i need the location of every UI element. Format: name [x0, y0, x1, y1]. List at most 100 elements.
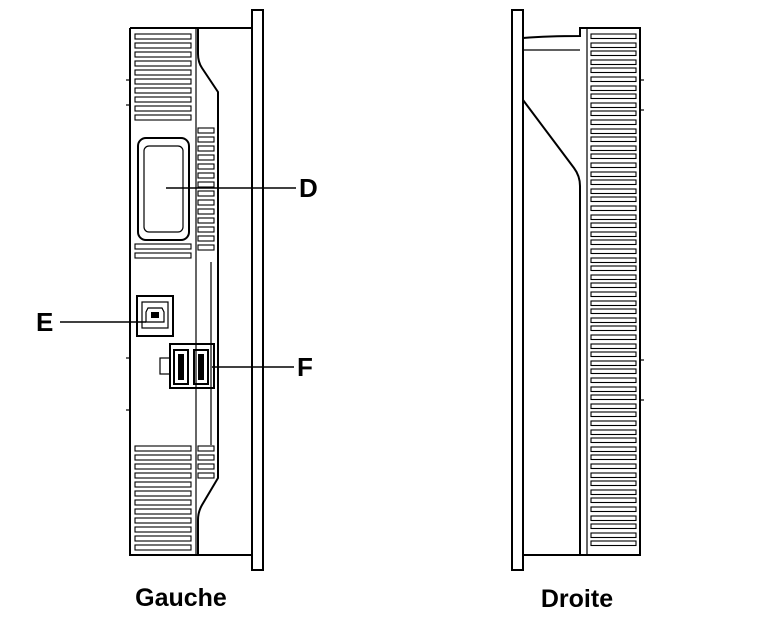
vent-slot: [134, 445, 192, 452]
right-housing-outline: [522, 27, 641, 556]
left-housing-outline: [130, 27, 253, 556]
vent-slot: [590, 540, 637, 547]
vent-slot: [590, 59, 637, 66]
vent-slot: [134, 454, 192, 461]
vent-slot: [590, 153, 637, 160]
vent-slot: [197, 181, 215, 188]
vent-slot: [197, 244, 215, 251]
vent-slot: [197, 472, 215, 479]
vent-slot: [134, 114, 192, 121]
vent-slot: [134, 508, 192, 515]
vent-slot: [590, 188, 637, 195]
caption-right-view: Droite: [541, 585, 613, 613]
vent-slot: [590, 196, 637, 203]
vent-slot: [590, 274, 637, 281]
callout-e: E: [36, 307, 53, 337]
callout-f: F: [297, 352, 313, 382]
vent-slot: [197, 172, 215, 179]
recess-d: [137, 137, 190, 241]
vent-slot: [590, 429, 637, 436]
vent-slot: [134, 105, 192, 112]
vent-slot: [590, 437, 637, 444]
vent-slot: [590, 291, 637, 298]
vent-slot: [590, 33, 637, 40]
left-housing-back-edge: [129, 28, 198, 556]
vent-slot: [590, 136, 637, 143]
vent-slot: [197, 136, 215, 143]
vent-slot: [590, 532, 637, 539]
vent-slot: [197, 463, 215, 470]
vent-slot: [134, 463, 192, 470]
right-vent-slots: [590, 33, 637, 547]
vent-slot: [590, 85, 637, 92]
right-side-view: [511, 9, 644, 571]
vent-slot: [197, 445, 215, 452]
vent-slot: [590, 265, 637, 272]
vent-slot: [134, 42, 192, 49]
vent-slot: [590, 351, 637, 358]
callout-d: D: [299, 173, 318, 203]
vent-slot: [134, 96, 192, 103]
vent-slot: [590, 67, 637, 74]
vent-slot: [590, 420, 637, 427]
vent-slot: [590, 463, 637, 470]
vent-slot: [590, 50, 637, 57]
vent-slot: [197, 199, 215, 206]
vent-slot: [134, 252, 192, 259]
vent-slot: [590, 506, 637, 513]
right-front-bezel: [511, 9, 524, 571]
vent-slot: [590, 222, 637, 229]
vent-slot: [134, 33, 192, 40]
vent-slot: [590, 454, 637, 461]
vent-slot: [134, 87, 192, 94]
vent-slot: [590, 403, 637, 410]
vent-slot: [590, 179, 637, 186]
vent-slot: [590, 76, 637, 83]
right-bevel: [522, 99, 581, 555]
vent-slot: [197, 190, 215, 197]
vent-slot: [197, 154, 215, 161]
vent-slot: [134, 51, 192, 58]
vent-slot: [590, 162, 637, 169]
vent-slot: [590, 360, 637, 367]
vent-slot: [590, 102, 637, 109]
usb-a-ports-f: [159, 343, 215, 389]
left-front-bezel: [251, 9, 264, 571]
vent-slot: [197, 454, 215, 461]
vent-slot: [134, 60, 192, 67]
vent-slot: [590, 171, 637, 178]
vent-slot: [590, 93, 637, 100]
vent-slot: [590, 300, 637, 307]
vent-slot: [134, 472, 192, 479]
vent-slot: [590, 145, 637, 152]
vent-slot: [590, 325, 637, 332]
vent-slot: [197, 163, 215, 170]
vent-slot: [134, 69, 192, 76]
vent-slot: [590, 128, 637, 135]
vent-slot: [197, 217, 215, 224]
vent-slot: [590, 343, 637, 350]
left-side-view: [126, 9, 264, 571]
caption-left-view: Gauche: [135, 584, 227, 612]
vent-slot: [590, 257, 637, 264]
vent-slot: [590, 446, 637, 453]
vent-slot: [590, 394, 637, 401]
vent-slot: [590, 205, 637, 212]
vent-slot: [590, 334, 637, 341]
left-vent-slots: [134, 33, 215, 551]
vent-slot: [590, 472, 637, 479]
vent-slot: [590, 480, 637, 487]
vent-slot: [590, 523, 637, 530]
vent-slot: [590, 282, 637, 289]
vent-slot: [590, 42, 637, 49]
vent-slot: [134, 517, 192, 524]
vent-slot: [590, 411, 637, 418]
vent-slot: [590, 489, 637, 496]
vent-slot: [134, 544, 192, 551]
vent-slot: [590, 497, 637, 504]
vent-slot: [197, 235, 215, 242]
vent-slot: [590, 214, 637, 221]
vent-slot: [197, 226, 215, 233]
vent-slot: [134, 481, 192, 488]
